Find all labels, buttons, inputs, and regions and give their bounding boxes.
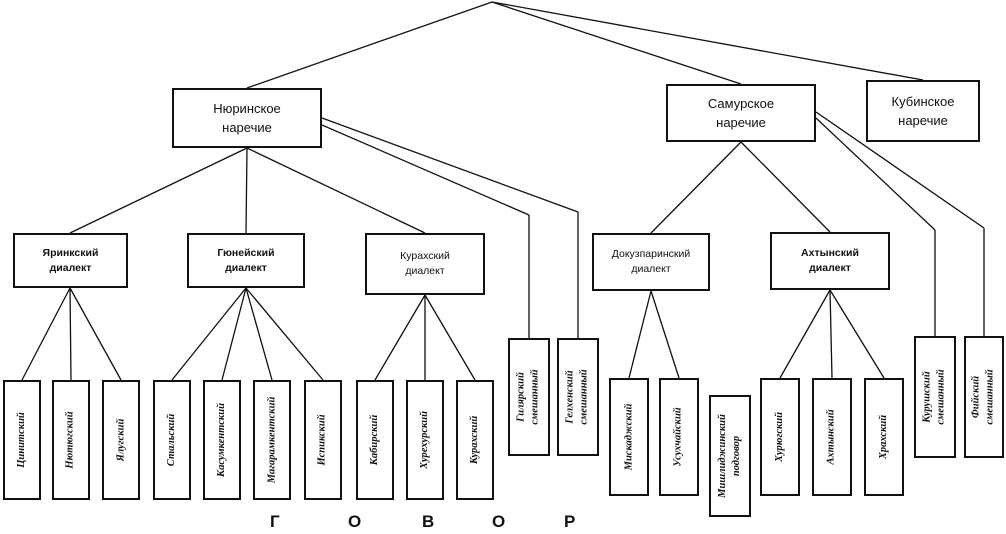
leaf-kasum-label: Касумкентский	[216, 403, 228, 477]
govor-footer-label: Г О В О Р	[270, 512, 590, 534]
leaf-fij: Фийский смешанный	[964, 336, 1004, 458]
edge-gunei-stal	[171, 287, 247, 381]
edge-yarkin-nyutyug	[69, 287, 72, 381]
edge-akhty-khuryug	[779, 289, 831, 379]
footer-letter: Р	[564, 512, 576, 531]
leaf-kasum: Касумкентский	[203, 380, 241, 500]
kurakh-subdialect-box: Курахский диалект	[365, 233, 485, 295]
leaf-akhtyn-label: Ахтынский	[826, 409, 838, 465]
leaf-khure-label: Хурехурский	[419, 411, 431, 469]
leaf-kurakh: Курахский	[456, 380, 494, 500]
edge-kurakh-kabir	[374, 294, 426, 381]
samur-dialect-label: Самурское наречие	[707, 96, 775, 130]
leaf-yalug-label: Ялугский	[115, 418, 126, 462]
kubin-dialect-label: Кубинское наречие	[891, 94, 955, 128]
leaf-stal: Стальский	[153, 380, 191, 500]
footer-letter: В	[422, 512, 435, 531]
leaf-kurush: Курушский смешанный	[914, 336, 956, 458]
leaf-khuryug-label: Хурюгский	[774, 412, 786, 462]
leaf-stal-label: Стальский	[166, 413, 178, 467]
dokuz-subdialect-label: Докузпаринский диалект	[611, 248, 691, 275]
edge-nyurin-yarkin	[69, 147, 248, 234]
edge-gunei-magaram	[245, 287, 273, 381]
leaf-nyutyug: Нютюгский	[52, 380, 90, 500]
edge-kurakh-kurakh	[424, 294, 476, 381]
edge-nyurin-gelkhen	[321, 117, 579, 213]
leaf-kurush-label: Курушский смешанный	[922, 369, 948, 425]
edge-nyurin-gilyar	[321, 124, 530, 216]
leaf-gelkhen-label: Гелхенский смешанный	[565, 369, 591, 425]
leaf-nyutyug-label: Нютюгский	[65, 411, 77, 469]
yarkin-subdialect-label: Яринкский диалект	[42, 246, 99, 274]
leaf-khrakh-label: Храхский	[878, 414, 889, 460]
edge-nyurin-kurakh	[246, 147, 426, 234]
edge-dokuz-miskhaj	[628, 290, 652, 379]
edge-gunei-ispik	[245, 287, 324, 381]
footer-letter: О	[492, 512, 506, 531]
leaf-usukhchaj: Усухчайский	[659, 378, 699, 496]
leaf-miskhaj-label: Мискаджский	[623, 403, 635, 471]
edge-akhty-khrakh	[829, 289, 885, 379]
nyurin-dialect-label: Нюринское наречие	[213, 101, 281, 135]
kurakh-subdialect-label: Курахский диалект	[400, 250, 450, 277]
edge-akhty-akhtyn	[829, 289, 833, 379]
leaf-magaram: Магарамкентский	[253, 380, 291, 500]
leaf-mishlidzh-label: Мишлиджинский подговор	[717, 414, 742, 498]
kubin-dialect-box: Кубинское наречие	[866, 80, 980, 142]
leaf-kabir-label: Кабирский	[369, 414, 380, 466]
edge-yarkin-tsinit	[21, 287, 71, 381]
footer-letter: Г	[270, 512, 280, 531]
footer-letter: О	[348, 512, 362, 531]
edge-samur-akhty	[740, 141, 831, 233]
leaf-gilyar-label: Гилярский смешанный	[516, 369, 542, 425]
leaf-ispik: Испикский	[304, 380, 342, 500]
samur-dialect-box: Самурское наречие	[666, 84, 816, 142]
edge-yarkin-yalug	[69, 287, 122, 381]
leaf-khuryug: Хурюгский	[760, 378, 800, 496]
nyurin-dialect-box: Нюринское наречие	[172, 88, 322, 148]
gunei-subdialect-label: Гюнейский диалект	[217, 246, 275, 274]
edge-samur-fij	[815, 111, 985, 229]
leaf-akhtyn: Ахтынский	[812, 378, 852, 496]
leaf-magaram-label: Магарамкентский	[266, 396, 277, 484]
leaf-miskhaj: Мискаджский	[609, 378, 649, 496]
akhty-subdialect-label: Ахтынский диалект	[801, 247, 859, 274]
leaf-tsinit: Цинитский	[3, 380, 41, 500]
leaf-gilyar: Гилярский смешанный	[508, 338, 550, 456]
edge-samur-kurush	[815, 117, 936, 231]
leaf-tsinit-label: Цинитский	[16, 412, 28, 468]
edge-nyurin-gunei	[245, 147, 248, 234]
edge-root-samur	[491, 1, 742, 85]
edge-samur-dokuz	[650, 141, 742, 234]
dokuz-subdialect-box: Докузпаринский диалект	[592, 233, 710, 291]
edge-root-kubin	[491, 1, 924, 81]
leaf-khrakh: Храхский	[864, 378, 904, 496]
leaf-yalug: Ялугский	[102, 380, 140, 500]
edge-dokuz-usukhchaj	[650, 290, 680, 379]
edge-gunei-kasum	[221, 287, 247, 381]
leaf-kabir: Кабирский	[356, 380, 394, 500]
leaf-ispik-label: Испикский	[317, 414, 328, 466]
akhty-subdialect-box: Ахтынский диалект	[770, 232, 890, 290]
leaf-khure: Хурехурский	[406, 380, 444, 500]
leaf-mishlidzh: Мишлиджинский подговор	[709, 395, 751, 517]
gunei-subdialect-box: Гюнейский диалект	[187, 233, 305, 288]
leaf-usukhchaj-label: Усухчайский	[673, 407, 684, 467]
yarkin-subdialect-box: Яринкский диалект	[13, 233, 128, 288]
edge-root-nyurin	[246, 1, 493, 89]
leaf-fij-label: Фийский смешанный	[971, 369, 997, 425]
leaf-gelkhen: Гелхенский смешанный	[557, 338, 599, 456]
leaf-kurakh-label: Курахский	[469, 415, 480, 465]
